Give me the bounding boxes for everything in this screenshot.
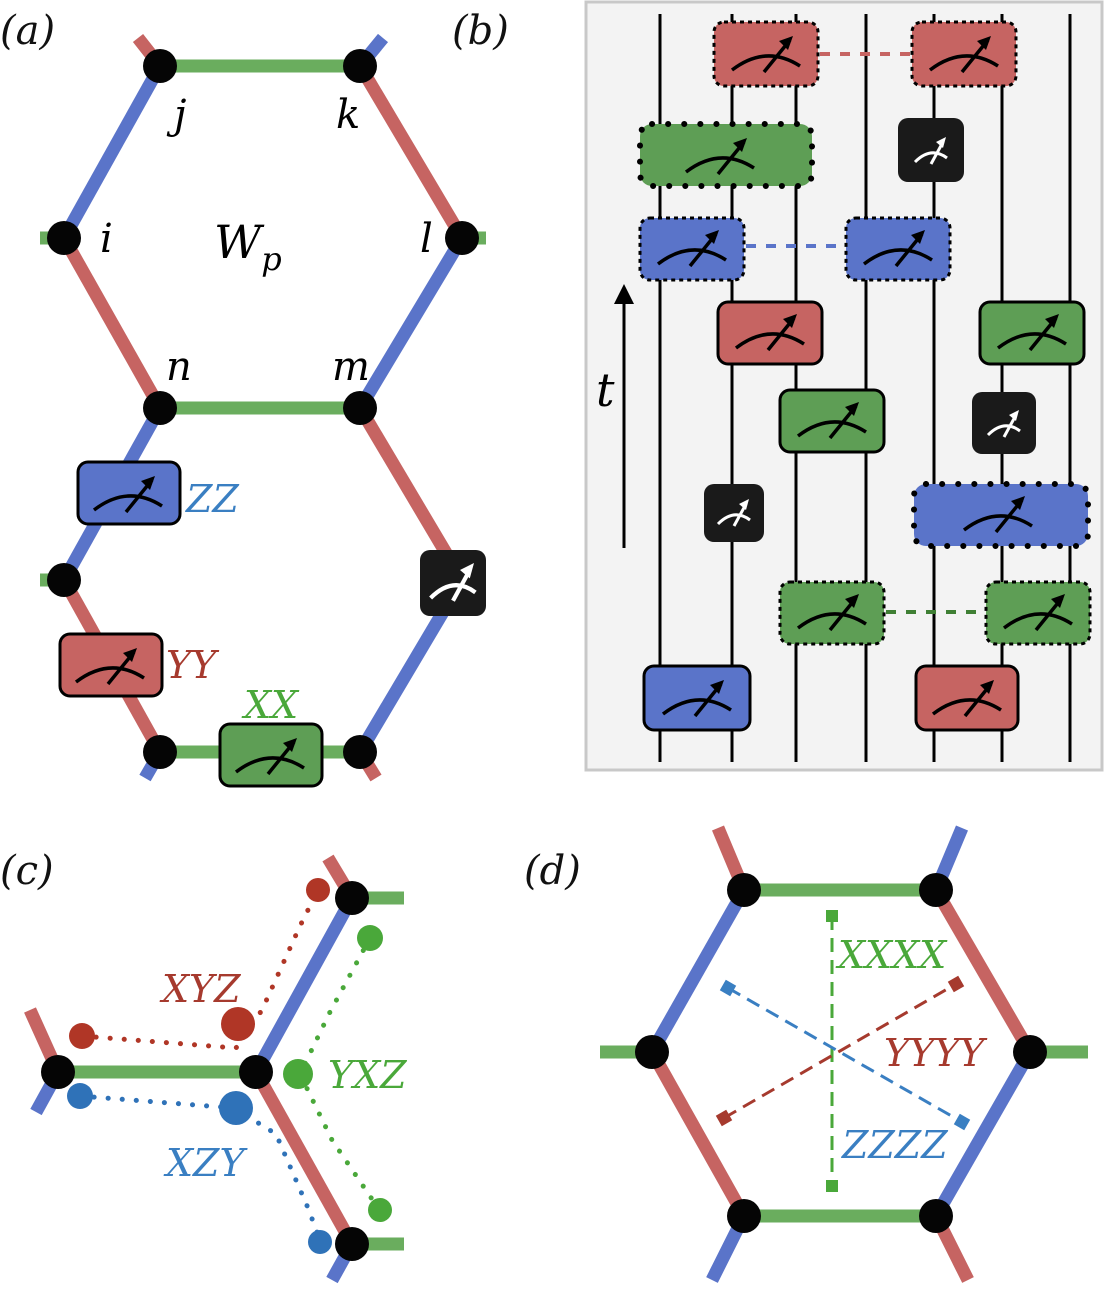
xzy-path [77,1093,323,1243]
black-meter-1 [898,118,964,182]
green-dotted-meter [637,121,815,189]
xzy-label: XZY [163,1141,248,1185]
vertex-label-k: k [336,92,360,138]
zzzz-line [719,979,971,1131]
panel-c-nodes [41,881,369,1261]
zz-label: ZZ [185,477,239,521]
red-meter-2 [914,664,1020,732]
black-meter-3 [704,484,764,542]
path-dots [67,878,392,1254]
yyyy-label: YYYY [884,1031,988,1075]
xx-measurement [218,722,324,788]
plaquette-subscript: p [261,240,281,278]
vertex-label-l: l [420,216,433,262]
yxz-label: YXZ [328,1053,407,1097]
vertex-label-m: m [332,344,370,390]
vertex-label-i: i [100,216,113,262]
yy-measurement [58,632,164,698]
panel-d-nodes [635,873,1047,1233]
panel-d: (d) [524,825,1088,1283]
panel-a-label: (a) [0,8,55,54]
yy-label: YY [166,643,220,687]
plaquette-symbol: W [214,215,265,269]
red-dashed-meter-2 [910,20,1018,88]
panel-a: (a) [0,8,486,788]
vertex-label-j: j [166,92,186,138]
zz-measurement [76,460,182,526]
panel-b: (b) t [452,0,1104,772]
panel-b-label: (b) [452,8,509,54]
xyz-label: XYZ [159,967,241,1011]
panel-c-label: (c) [0,848,54,894]
time-label: t [596,363,615,417]
panel-c: (c) [0,848,407,1284]
time-arrow [614,284,634,548]
panel-d-edges [600,825,1088,1283]
red-dashed-meter-1 [712,20,820,88]
black-measurement [420,550,486,616]
panel-a-nodes [47,49,479,769]
vertex-label-n: n [166,344,192,390]
panel-d-label: (d) [524,848,581,894]
panel-b-frame [584,0,1104,772]
xxxx-line [826,910,838,1192]
plaquette-label: Wp [214,215,282,278]
xxxx-label: XXXX [835,933,948,977]
yyyy-line [715,975,965,1127]
xx-label: XX [241,683,300,727]
zzzz-label: ZZZZ [841,1123,948,1167]
blue-meter-1 [642,664,752,732]
black-meter-2 [972,392,1036,454]
